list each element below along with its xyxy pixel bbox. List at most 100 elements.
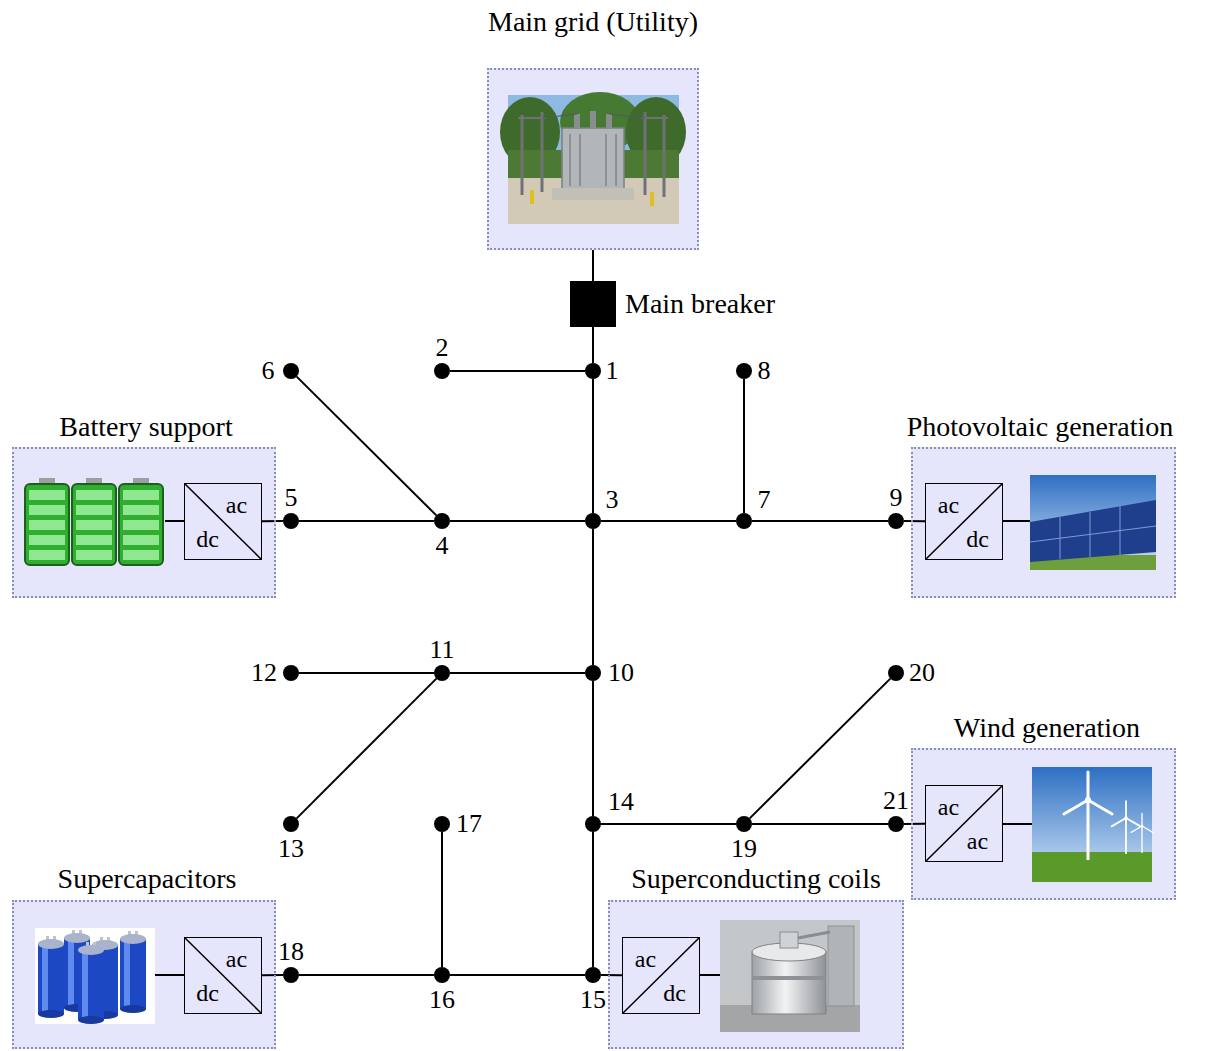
wind-sky (1032, 767, 1152, 882)
converter-label: dc (196, 527, 219, 551)
bus-node: 14 (585, 816, 601, 832)
bus-number: 2 (436, 335, 449, 361)
bus-line (297, 377, 437, 516)
panel-fill (608, 900, 904, 1049)
bus-line (904, 520, 925, 522)
supercap-ground (35, 928, 155, 1024)
substation-pole (541, 112, 544, 192)
supercapacitor (78, 942, 104, 1024)
bus-line (450, 520, 585, 522)
bus-number: 1 (606, 358, 619, 384)
transformer-base (552, 188, 634, 200)
bus-number: 4 (436, 533, 449, 559)
bus-line (904, 823, 925, 825)
bus-node: 18 (283, 967, 299, 983)
bus-node: 19 (736, 816, 752, 832)
converter-label: ac (967, 829, 988, 853)
bus-line (299, 974, 434, 976)
converter-diagonal (185, 938, 261, 1013)
converter-label: ac (938, 795, 959, 819)
lab-wall (720, 920, 860, 1032)
panel-fill (12, 447, 276, 598)
source-panel: Superconducting coilsacdc (608, 900, 904, 1049)
wind-turbine (1112, 801, 1141, 854)
wind-turbine (1064, 772, 1112, 860)
converter-diagonal (926, 786, 1002, 861)
bushing (590, 111, 596, 129)
transformer-body (562, 128, 624, 190)
source-panel: Photovoltaic generationacdc (911, 447, 1176, 598)
bus-line (743, 379, 745, 513)
panel-grid (1030, 526, 1156, 542)
bus-line (297, 679, 437, 819)
solar-panel (1030, 500, 1156, 562)
bus-line (601, 823, 736, 825)
source-panel: Wind generationacac (911, 748, 1176, 900)
panel-title: Wind generation (954, 714, 1140, 742)
converter-symbol (926, 484, 1002, 559)
bus-number: 17 (456, 811, 482, 837)
substation-beam (518, 117, 546, 119)
picture-wire (1003, 520, 1030, 522)
cryostat-pipe (798, 932, 830, 938)
bus-node: 6 (283, 363, 299, 379)
bus-node: 12 (283, 665, 299, 681)
bus-number: 15 (580, 987, 606, 1013)
bus-line (441, 832, 443, 967)
battery-cell (72, 478, 116, 565)
substation-wire (609, 114, 645, 118)
bus-line (592, 379, 594, 513)
bus-node: 15 (585, 967, 601, 983)
breaker-label: Main breaker (625, 290, 775, 318)
panel-title: Photovoltaic generation (907, 413, 1174, 441)
battery-cell (25, 478, 69, 565)
bus-number: 10 (608, 660, 634, 686)
bus-line (592, 681, 594, 816)
converter-symbol (926, 786, 1002, 861)
bus-node: 1 (585, 363, 601, 379)
bus-line (592, 327, 594, 363)
substation-wire (542, 114, 577, 118)
yellow-post (650, 192, 654, 206)
yellow-post (530, 190, 534, 204)
substation-pole (663, 115, 666, 197)
wind-turbine (1131, 813, 1153, 853)
panel-fill (12, 900, 276, 1049)
substation-pole (521, 115, 524, 195)
bus-line (592, 250, 594, 281)
bus-number: 13 (278, 836, 304, 862)
converter-box: acac (925, 785, 1003, 862)
source-panel: Supercapacitorsacdc (12, 900, 276, 1049)
panel-title: Battery support (59, 413, 232, 441)
converter-diagonal (623, 938, 699, 1013)
bus-node: 7 (736, 513, 752, 529)
bus-node: 5 (283, 513, 299, 529)
bus-node: 3 (585, 513, 601, 529)
bus-node: 2 (434, 363, 450, 379)
bus-number: 5 (285, 485, 298, 511)
bus-number: 9 (890, 485, 903, 511)
transformer-fin (579, 134, 581, 186)
bus-number: 11 (429, 637, 454, 663)
breaker-box: Main breaker (570, 281, 616, 327)
bus-number: 21 (883, 788, 909, 814)
bus-number: 16 (429, 987, 455, 1013)
picture-wire (700, 974, 720, 976)
bus-line (262, 520, 283, 522)
converter-label: dc (196, 981, 219, 1005)
bus-number: 7 (758, 487, 771, 513)
supercapacitor (38, 936, 64, 1018)
bus-line (299, 520, 434, 522)
bus-node: 11 (434, 665, 450, 681)
bus-line (592, 832, 594, 967)
bus-line (299, 672, 434, 674)
bus-node: 4 (434, 513, 450, 529)
substation-beam (641, 117, 668, 119)
bus-number: 12 (251, 660, 277, 686)
bus-number: 19 (731, 836, 757, 862)
panel-title: Supercapacitors (58, 865, 237, 893)
source-panel: Battery supportacdc (12, 447, 276, 598)
